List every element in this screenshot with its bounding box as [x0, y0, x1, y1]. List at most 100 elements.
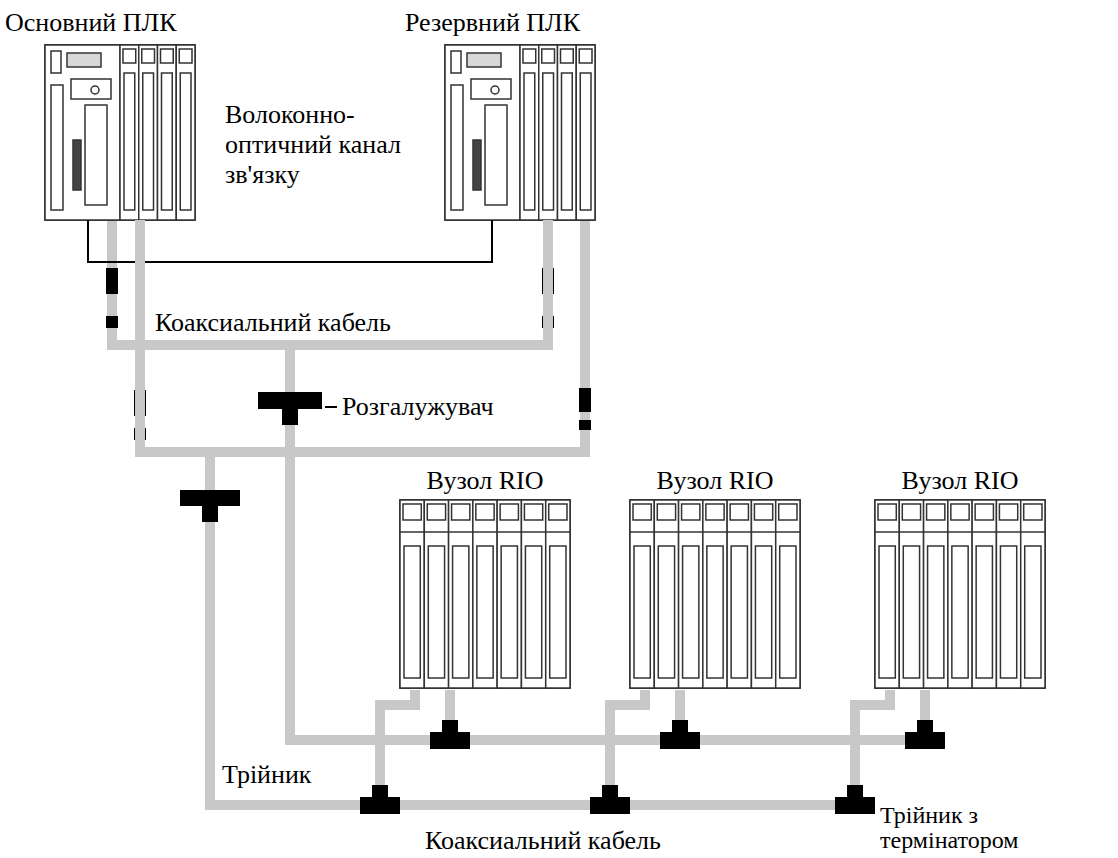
module-line: [972, 531, 996, 533]
splitter: [258, 392, 322, 409]
module-tab: [902, 504, 920, 520]
cable-connector: [579, 420, 591, 430]
module-line: [630, 531, 654, 533]
rio-node: Вузол RIO: [870, 466, 1050, 690]
module-tab: [179, 49, 192, 63]
module-tab: [730, 504, 748, 520]
tee: [360, 797, 400, 814]
module-tab: [657, 504, 675, 520]
cpu-part: [51, 85, 63, 210]
module-line: [473, 531, 497, 533]
module-slot: [124, 73, 135, 210]
node-heading: Основний ПЛК: [5, 8, 177, 38]
rio-rack: [630, 500, 800, 688]
module-slot: [477, 546, 493, 678]
cable-connector: [106, 268, 118, 294]
io-module: [449, 500, 473, 688]
terminator-tee: [835, 797, 875, 814]
io-module: [924, 500, 948, 688]
cpu-display: [467, 53, 501, 67]
io-module: [654, 500, 678, 688]
module-tab: [999, 504, 1017, 520]
coax-cable: [290, 220, 548, 740]
io-module: [497, 500, 521, 688]
module-slot: [404, 546, 420, 678]
module-slot: [525, 546, 541, 678]
cpu-module: [445, 45, 520, 220]
io-module: [576, 45, 595, 220]
module-line: [948, 531, 972, 533]
module-tab: [476, 504, 494, 520]
module-line: [727, 531, 751, 533]
link-label: Волоконно- оптичний канал зв'язку: [225, 100, 415, 190]
module-tab: [123, 49, 136, 63]
module-line: [654, 531, 678, 533]
plc-node: Основний ПЛК: [5, 8, 205, 220]
cable-label: Розгалужувач: [342, 392, 494, 422]
module-line: [546, 531, 570, 533]
tee: [590, 797, 630, 814]
module-tab: [452, 504, 470, 520]
module-line: [400, 531, 424, 533]
tee: [202, 506, 218, 522]
io-module: [539, 45, 558, 220]
module-line: [703, 531, 727, 533]
rack-frame: [445, 45, 595, 220]
module-tab: [549, 504, 567, 520]
plc-rack: [45, 45, 195, 220]
module-slot: [543, 73, 554, 210]
io-module: [521, 500, 545, 688]
tee: [442, 720, 458, 732]
io-module: [679, 500, 703, 688]
rio-node: Вузол RIO: [625, 466, 805, 690]
node-heading: Вузол RIO: [426, 466, 543, 496]
terminator-tee: [905, 732, 945, 749]
module-tab: [878, 504, 896, 520]
rack-frame: [45, 45, 195, 220]
module-line: [679, 531, 703, 533]
module-tab: [633, 504, 651, 520]
module-slot: [683, 546, 699, 678]
io-module: [558, 45, 577, 220]
terminator-tee: [917, 720, 933, 732]
io-module: [120, 45, 139, 220]
cable-label: Коаксиальний кабель: [425, 826, 661, 856]
module-slot: [550, 546, 566, 678]
io-module: [972, 500, 996, 688]
module-line: [1021, 531, 1045, 533]
node-heading: Резервний ПЛК: [405, 8, 580, 38]
cpu-part: [85, 105, 107, 205]
io-module: [776, 500, 800, 688]
module-line: [497, 531, 521, 533]
rack-frame: [400, 500, 570, 688]
module-slot: [903, 546, 919, 678]
module-tab: [579, 49, 592, 63]
coax-cable: [290, 220, 680, 740]
module-line: [776, 531, 800, 533]
module-tab: [975, 504, 993, 520]
io-module: [424, 500, 448, 688]
module-tab: [403, 504, 421, 520]
module-slot: [1025, 546, 1041, 678]
module-slot: [162, 73, 173, 210]
node-heading: Вузол RIO: [656, 466, 773, 496]
module-slot: [658, 546, 674, 678]
io-module: [948, 500, 972, 688]
tee: [430, 732, 470, 749]
plc-node: Резервний ПЛК: [405, 8, 645, 220]
module-line: [875, 531, 899, 533]
module-tab: [779, 504, 797, 520]
cable-label: Коаксиальний кабель: [155, 308, 391, 338]
module-slot: [952, 546, 968, 678]
io-module: [630, 500, 654, 688]
module-tab: [161, 49, 174, 63]
module-tab: [706, 504, 724, 520]
io-module: [400, 500, 424, 688]
cpu-module: [45, 45, 120, 220]
cable-label: Трійник з термінатором: [880, 803, 1112, 853]
terminator-tee: [847, 785, 863, 797]
module-line: [924, 531, 948, 533]
